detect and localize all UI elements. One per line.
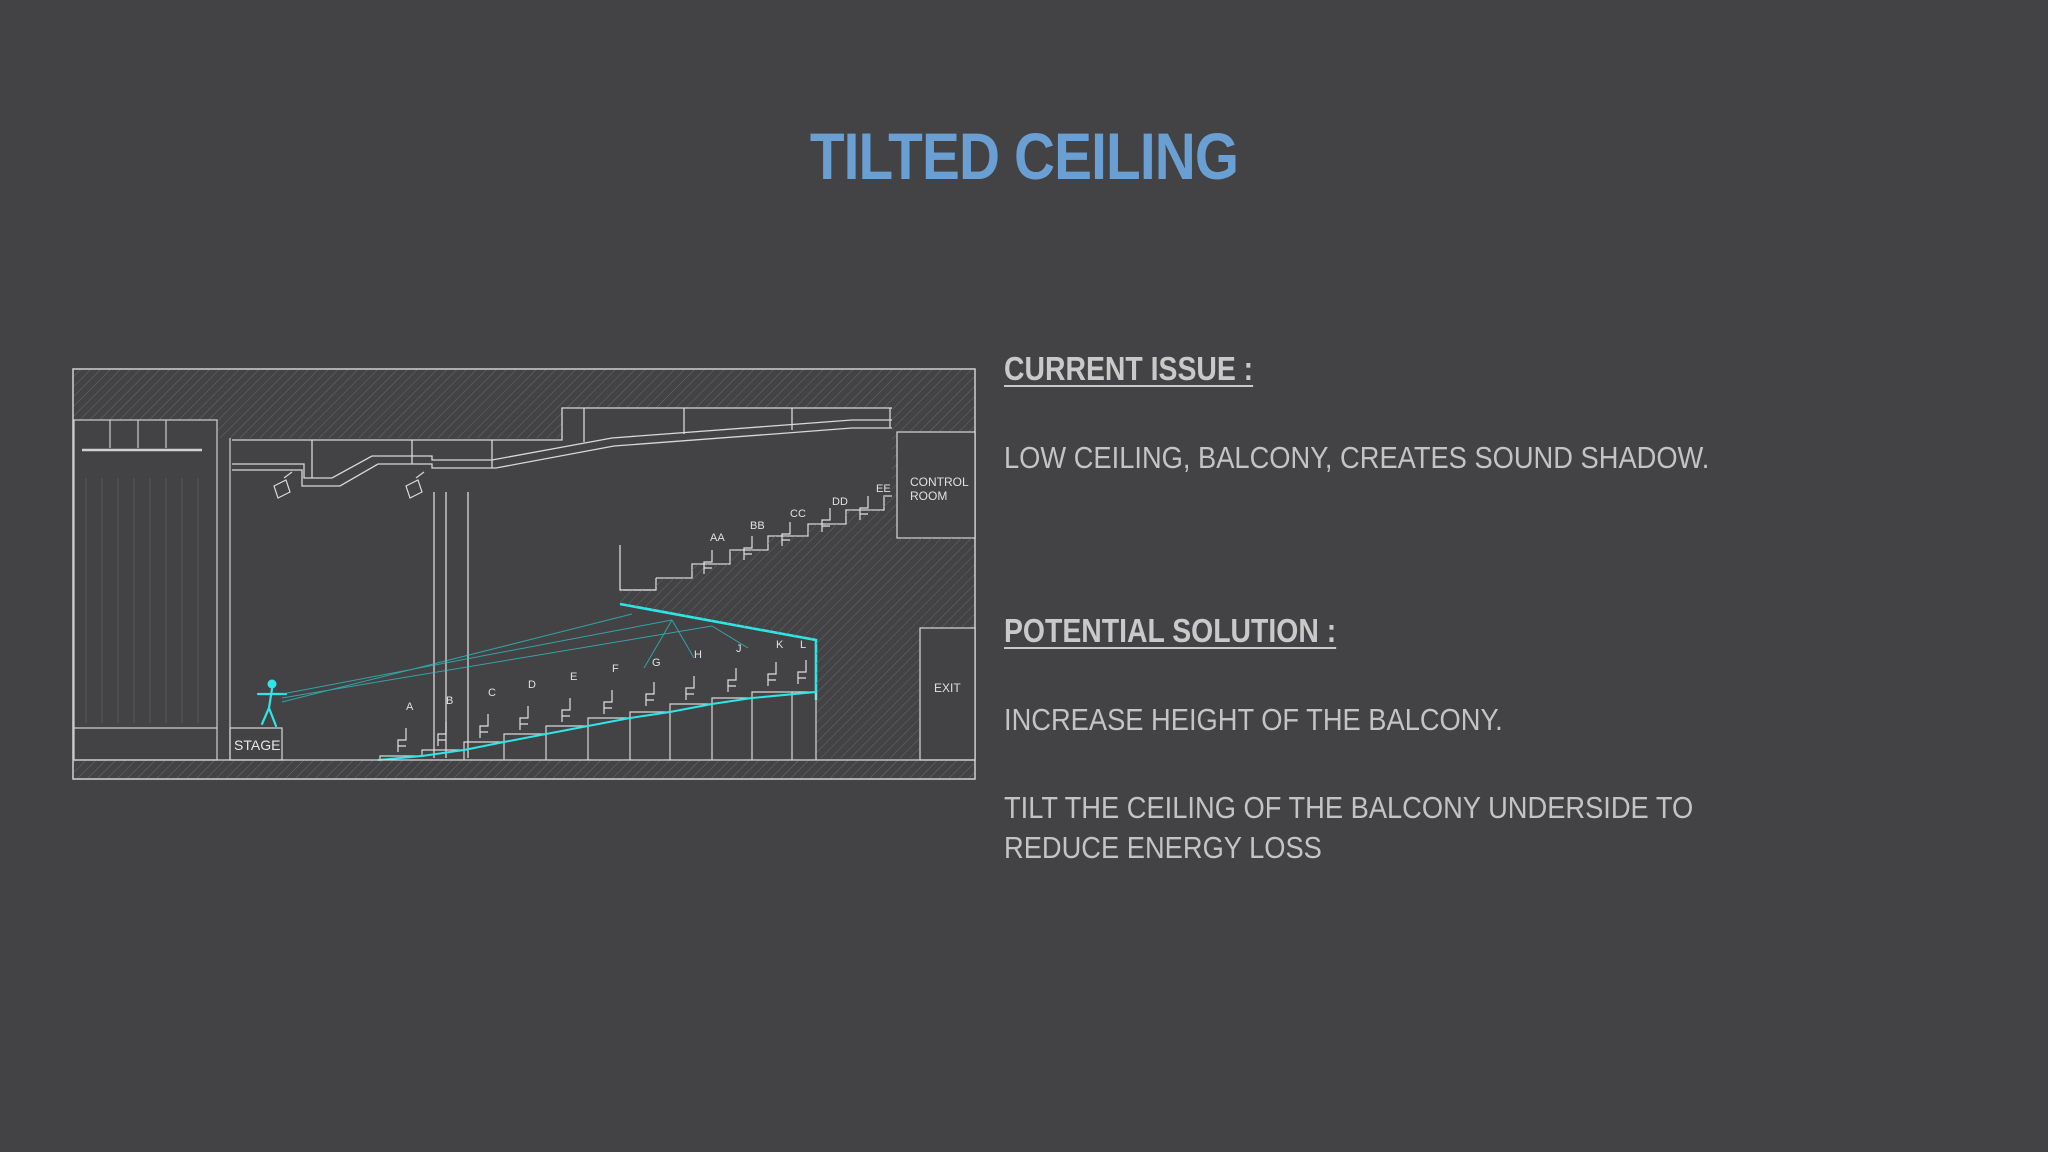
solution-point-2: TILT THE CEILING OF THE BALCONY UNDERSID… bbox=[1004, 790, 1694, 865]
current-issue-text: LOW CEILING, BALCONY, CREATES SOUND SHAD… bbox=[1004, 440, 1710, 475]
support-column bbox=[433, 492, 469, 758]
section-drawing: CONTROL ROOM EXIT STAGE bbox=[72, 368, 976, 780]
lower-row-labels: A B C D E F G H J K L bbox=[406, 639, 806, 713]
row-label-e: E bbox=[570, 671, 577, 683]
row-label-aa: AA bbox=[710, 532, 725, 544]
control-room bbox=[896, 431, 976, 539]
fly-tower bbox=[73, 419, 231, 761]
lower-seats bbox=[397, 660, 807, 752]
row-label-c: C bbox=[488, 687, 496, 699]
balcony-seats bbox=[703, 496, 869, 574]
row-label-dd: DD bbox=[832, 496, 848, 508]
balcony-row-labels: AA BB CC DD EE bbox=[710, 483, 891, 544]
auditorium-void bbox=[74, 408, 974, 760]
row-label-d: D bbox=[528, 679, 536, 691]
solution-point-1: INCREASE HEIGHT OF THE BALCONY. bbox=[1004, 702, 1503, 737]
stage-light-left bbox=[273, 471, 293, 499]
auditorium-section-diagram: CONTROL ROOM EXIT STAGE bbox=[72, 368, 976, 780]
row-label-j: J bbox=[736, 643, 742, 655]
exit-door bbox=[919, 627, 976, 761]
row-label-b: B bbox=[446, 695, 453, 707]
row-label-g: G bbox=[652, 657, 661, 669]
row-label-f: F bbox=[612, 663, 619, 675]
control-room-label-2: ROOM bbox=[910, 489, 947, 503]
stage-label: STAGE bbox=[234, 737, 280, 753]
potential-solution-heading: POTENTIAL SOLUTION : bbox=[1004, 612, 1337, 649]
sound-rays bbox=[281, 613, 749, 703]
lower-seating-highlight bbox=[377, 691, 817, 761]
row-label-k: K bbox=[776, 639, 784, 651]
row-label-l: L bbox=[800, 639, 806, 651]
performer-figure bbox=[256, 679, 288, 728]
ceiling-structure bbox=[232, 407, 892, 487]
exit-label: EXIT bbox=[934, 681, 961, 695]
current-issue-heading: CURRENT ISSUE : bbox=[1004, 350, 1254, 387]
lower-seating-steps bbox=[379, 691, 817, 760]
stage-light-right bbox=[405, 471, 425, 499]
row-label-cc: CC bbox=[790, 508, 806, 520]
control-room-label-1: CONTROL bbox=[910, 475, 969, 489]
row-label-h: H bbox=[694, 649, 702, 661]
balcony-slab bbox=[620, 496, 974, 758]
slide-title: TILTED CEILING bbox=[809, 119, 1239, 193]
curtain bbox=[85, 478, 199, 723]
row-label-a: A bbox=[406, 701, 414, 713]
row-label-bb: BB bbox=[750, 520, 765, 532]
row-label-ee: EE bbox=[876, 483, 891, 495]
